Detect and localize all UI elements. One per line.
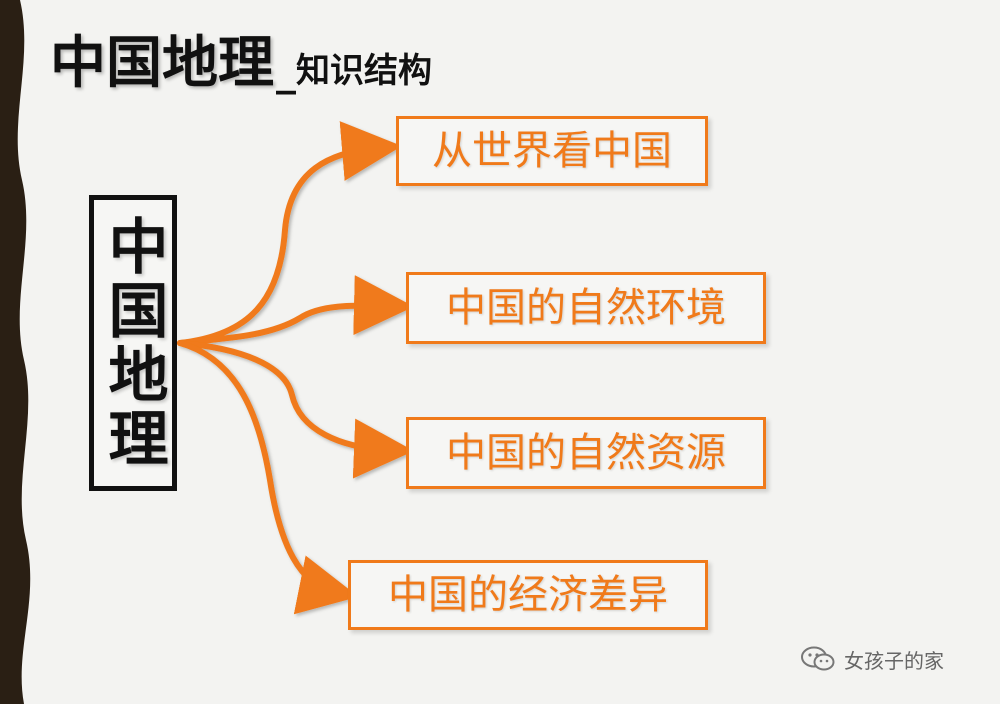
branch-node-label: 中国的自然环境 <box>446 285 726 331</box>
page-title: 中国地理 _ 知识结构 <box>50 12 432 96</box>
connector-arrow-1 <box>177 121 402 346</box>
branch-node-4: 中国的经济差异 <box>348 560 708 630</box>
branch-node-1: 从世界看中国 <box>396 116 708 186</box>
wavy-edge-decoration <box>0 0 31 704</box>
branch-node-label: 中国的自然资源 <box>446 430 726 476</box>
branch-node-2: 中国的自然环境 <box>406 272 766 344</box>
branch-node-label: 从世界看中国 <box>432 128 672 174</box>
watermark-text: 女孩子的家 <box>844 648 944 673</box>
connector-arrow-2 <box>177 275 414 346</box>
branch-node-label: 中国的经济差异 <box>388 572 668 618</box>
root-node: 中国地理 <box>89 195 177 491</box>
title-main: 中国地理 <box>50 31 274 96</box>
title-subtitle: 知识结构 <box>296 51 432 91</box>
branch-node-3: 中国的自然资源 <box>406 417 766 489</box>
watermark: 女孩子的家 <box>800 644 944 674</box>
title-separator: _ <box>276 49 296 95</box>
root-node-label: 中国地理 <box>98 215 168 471</box>
connector-arrow-4 <box>177 340 359 615</box>
connector-arrow-3 <box>177 340 414 479</box>
wechat-icon <box>801 646 835 671</box>
